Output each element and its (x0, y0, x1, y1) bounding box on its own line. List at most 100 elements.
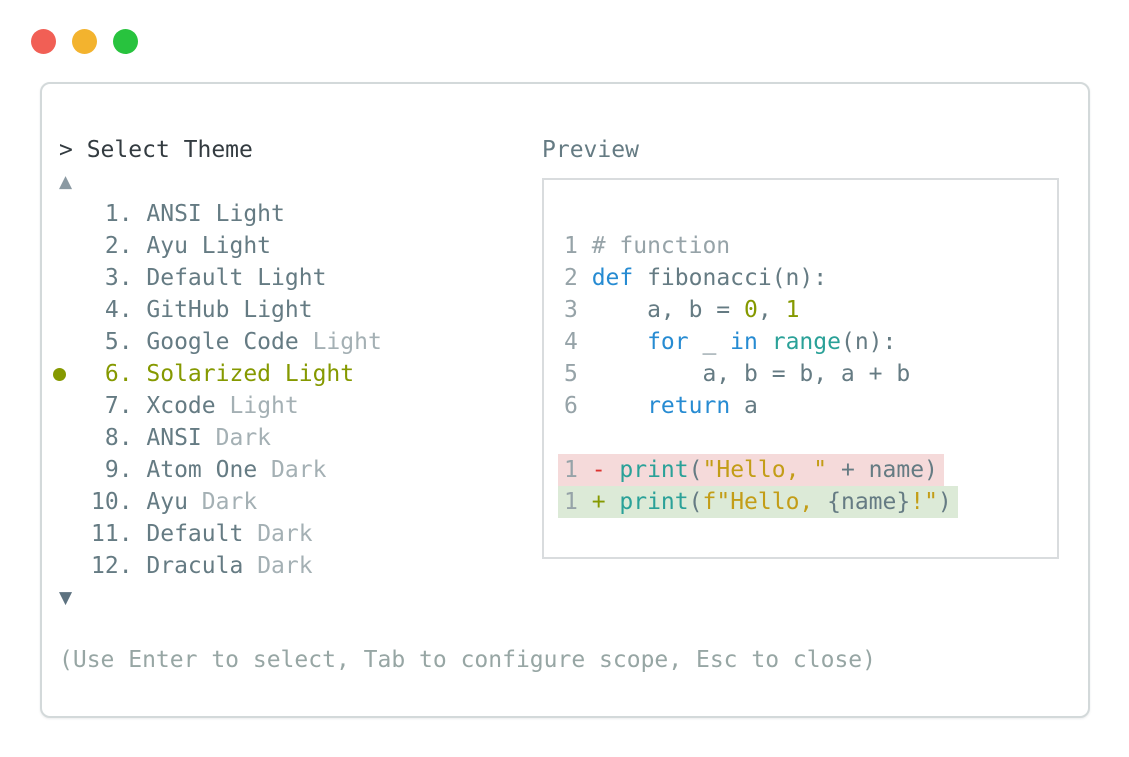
sp (271, 361, 285, 387)
scroll-down-icon[interactable]: ▼ (59, 588, 73, 608)
name: Dracula (146, 553, 244, 579)
tok-keyword: for (647, 329, 689, 355)
variant: Light (243, 297, 313, 323)
sep: . (118, 425, 147, 451)
sep: . (118, 393, 147, 419)
lnum: 1 (564, 457, 578, 483)
theme-list-item-1[interactable]: 1. ANSI Light (59, 198, 542, 230)
name: Ayu (146, 489, 188, 515)
tok-plain: ) (937, 489, 952, 515)
name: Atom One (146, 457, 258, 483)
tok-keyword: in (730, 329, 758, 355)
tok-builtin: print (619, 489, 689, 515)
lnum: 1 (564, 489, 578, 515)
name: Default (146, 265, 244, 291)
name: Ayu (146, 233, 188, 259)
theme-list-item-6[interactable]: 6. Solarized Light (53, 358, 542, 390)
sep: . (118, 457, 147, 483)
variant: Dark (257, 553, 313, 579)
tok-plain: a, b = b, a + b (591, 361, 911, 387)
tok-plain: (n): (840, 329, 897, 355)
theme-list-item-3[interactable]: 3. Default Light (59, 262, 542, 294)
tok-number: 1 (785, 297, 800, 323)
num: 5 (104, 329, 119, 355)
tok-plain (758, 329, 772, 355)
theme-list-item-7[interactable]: 7. Xcode Light (59, 390, 542, 422)
tok-plain: _ (688, 329, 731, 355)
page-title-label: Select Theme (86, 137, 253, 163)
code-line: 6 return a (564, 390, 1057, 422)
theme-list-item-9[interactable]: 9. Atom One Dark (59, 454, 542, 486)
variant: Light (229, 393, 299, 419)
tok-keyword: return (647, 393, 731, 419)
num: 8 (104, 425, 119, 451)
name: ANSI (146, 425, 202, 451)
variant: Dark (271, 457, 327, 483)
sep: . (118, 489, 147, 515)
sep: . (118, 521, 147, 547)
theme-list-item-4[interactable]: 4. GitHub Light (59, 294, 542, 326)
tok-plain: a (730, 393, 758, 419)
lnum: 6 (564, 393, 578, 419)
sp (202, 201, 216, 227)
theme-list-item-8[interactable]: 8. ANSI Dark (59, 422, 542, 454)
tok-number: 0 (744, 297, 758, 323)
num: 6 (104, 361, 119, 387)
tok-string: !" (910, 489, 938, 515)
preview-label: Preview (542, 137, 639, 163)
sp (243, 521, 257, 547)
sp (243, 265, 257, 291)
sp (243, 553, 257, 579)
num: 10 (91, 489, 119, 515)
code-line (564, 422, 1057, 454)
tok-builtin: print (619, 457, 689, 483)
name: Xcode (146, 393, 216, 419)
variant: Light (201, 233, 272, 259)
tok-plain: fibonacci(n): (633, 265, 828, 291)
theme-list-item-5[interactable]: 5. Google Code Light (59, 326, 542, 358)
maximize-button[interactable] (113, 29, 138, 54)
num: 3 (104, 265, 119, 291)
diff-line-added: 1+ print(f"Hello, {name}!") (558, 486, 1057, 518)
num: 11 (91, 521, 119, 547)
sp (202, 425, 216, 451)
theme-list-item-11[interactable]: 11. Default Dark (59, 518, 542, 550)
tok-plain: , (757, 297, 786, 323)
theme-list-item-2[interactable]: 2. Ayu Light (59, 230, 542, 262)
scroll-up-icon[interactable]: ▲ (59, 172, 73, 192)
diff-line-removed: 1- print("Hello, " + name) (558, 454, 1057, 486)
code-line: 4 for _ in range(n): (564, 326, 1057, 358)
tok-string: "Hello, " (702, 457, 828, 483)
lnum: 4 (564, 329, 578, 355)
lnum: 3 (564, 297, 578, 323)
prompt-chevron-icon: > (59, 137, 73, 163)
sep: . (118, 361, 147, 387)
theme-list-item-12[interactable]: 12. Dracula Dark (59, 550, 542, 582)
sep: . (118, 553, 147, 579)
tok-plain: ( (688, 457, 703, 483)
tok-plain (592, 393, 647, 419)
name: Default (146, 521, 244, 547)
code-line: 3 a, b = 0, 1 (564, 294, 1057, 326)
minimize-button[interactable] (72, 29, 97, 54)
sp (257, 457, 271, 483)
theme-list-item-10[interactable]: 10. Ayu Dark (59, 486, 542, 518)
sp (188, 489, 202, 515)
variant: Light (284, 361, 355, 387)
keyboard-hint: (Use Enter to select, Tab to configure s… (59, 647, 876, 673)
variant: Light (312, 329, 382, 355)
tok-diff-minus: - (591, 457, 620, 483)
tok-plain: a, b = (591, 297, 745, 323)
close-button[interactable] (31, 29, 56, 54)
name: GitHub (146, 297, 230, 323)
num: 7 (104, 393, 119, 419)
tok-plain: + name) (827, 457, 938, 483)
lnum: 2 (564, 265, 578, 291)
